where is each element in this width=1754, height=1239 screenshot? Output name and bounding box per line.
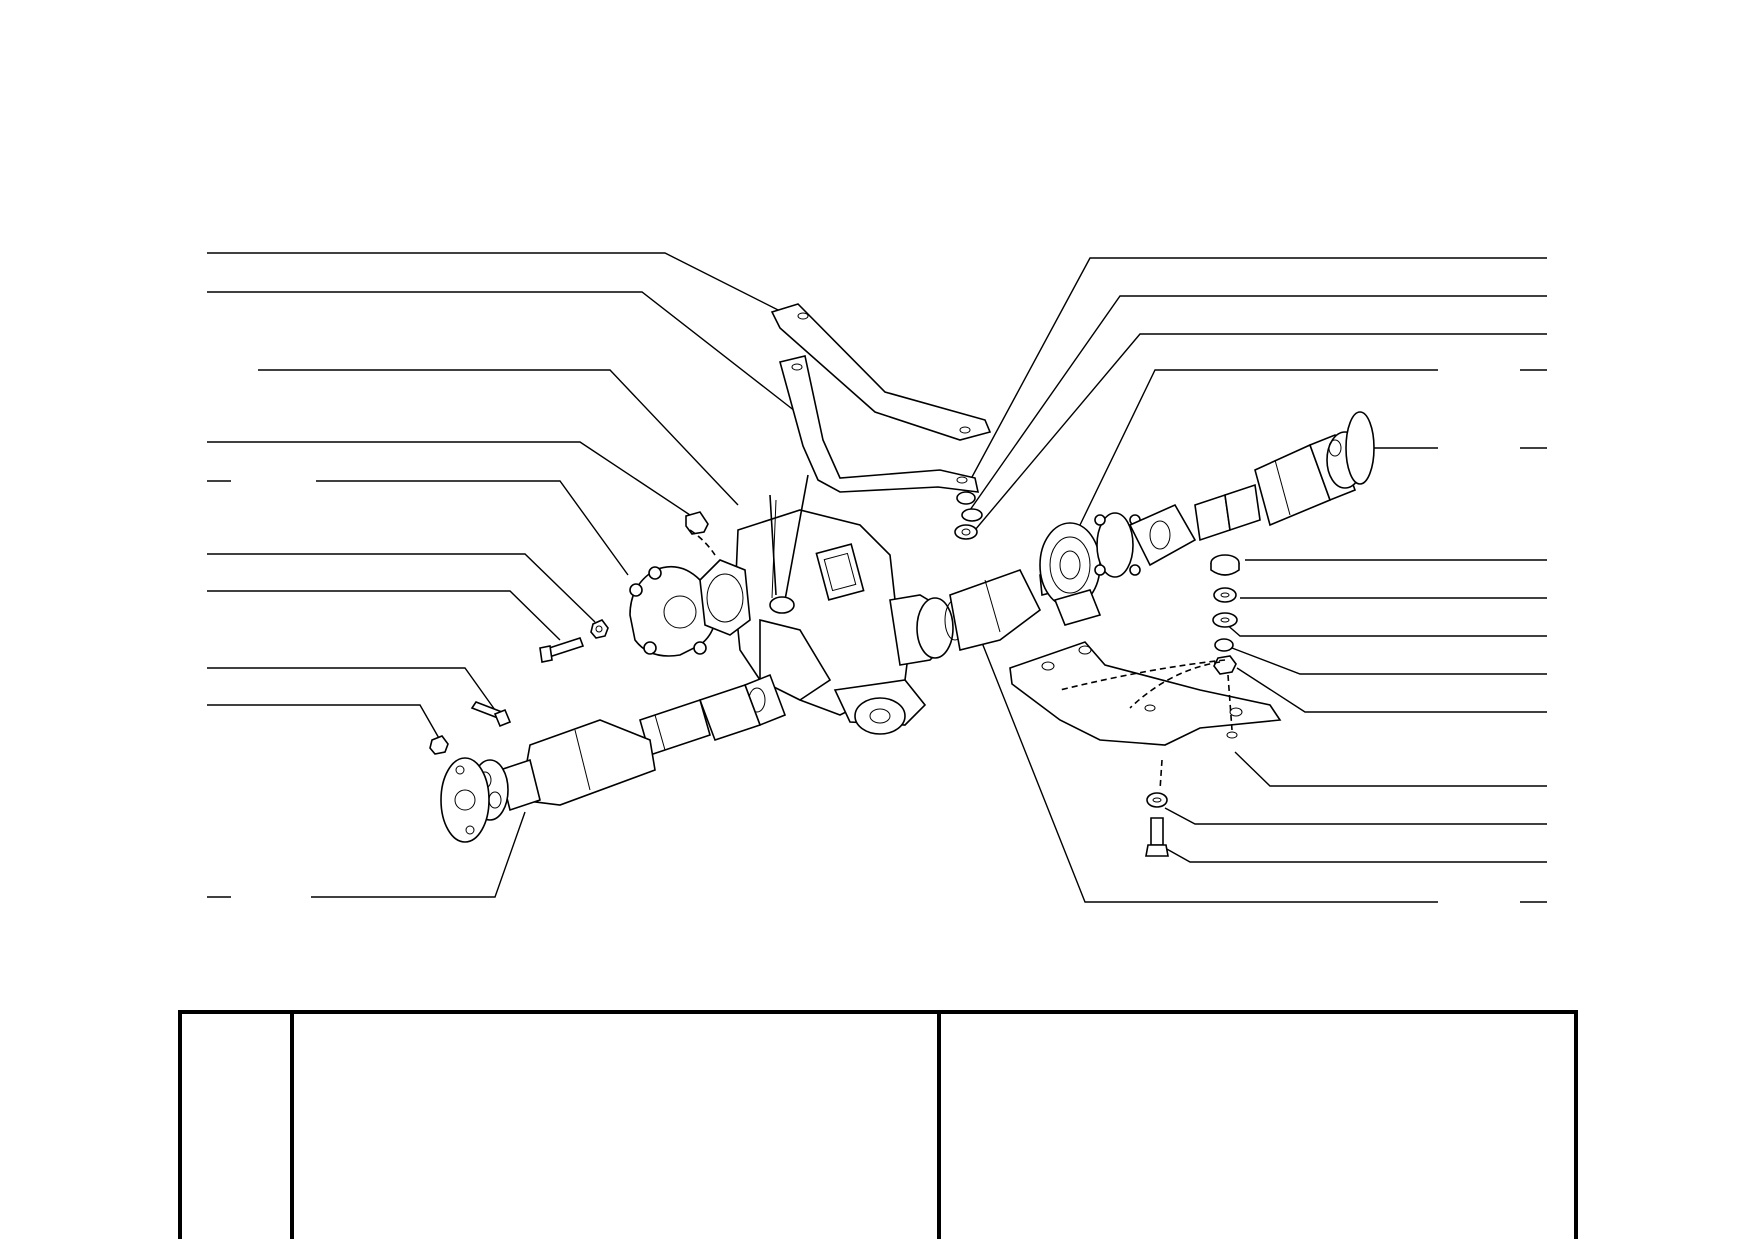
title-block-right-border	[1574, 1010, 1578, 1239]
leader-line	[207, 590, 561, 641]
leader-line	[1164, 807, 1547, 825]
leader-line	[207, 667, 496, 711]
upper-bracket-front	[770, 303, 992, 441]
ujoint-right	[1094, 503, 1197, 578]
title-block-divider-2	[937, 1010, 941, 1239]
washer-stack-upper	[954, 491, 983, 540]
lower-mounting-bracket	[1009, 641, 1282, 746]
leader-line	[1231, 647, 1547, 675]
leader-line	[1236, 667, 1547, 713]
leader-line	[316, 480, 629, 576]
leader-line	[207, 704, 441, 741]
leader-lines-right	[964, 257, 1547, 903]
leader-line	[207, 553, 596, 623]
propshaft-right	[1194, 411, 1375, 542]
bolt-left-1	[539, 637, 585, 663]
flexible-coupling	[629, 565, 717, 657]
spring-washer	[1214, 638, 1234, 652]
output-housing	[889, 594, 966, 666]
leader-line	[969, 295, 1547, 511]
leader-line	[1234, 751, 1547, 787]
title-block-divider-1	[290, 1010, 294, 1239]
nut-left-2	[429, 735, 449, 755]
upper-bracket-rear	[779, 355, 980, 493]
propshaft-left	[440, 673, 787, 843]
washer	[1212, 612, 1238, 628]
leader-line	[207, 252, 789, 316]
leader-lines-left	[207, 252, 801, 898]
leader-line	[1164, 847, 1547, 863]
leader-line	[1079, 369, 1438, 526]
leader-line	[974, 333, 1547, 531]
leader-line	[207, 291, 801, 416]
leader-line	[974, 624, 1438, 903]
title-block-top-border	[178, 1010, 1578, 1014]
nut-right	[1213, 655, 1237, 675]
title-block-left-border	[178, 1010, 182, 1239]
rubber-mount	[1210, 554, 1240, 576]
leader-line	[207, 441, 691, 516]
leader-line	[311, 811, 526, 898]
washer-lower	[1146, 792, 1168, 808]
bolt-left-2	[470, 701, 512, 728]
transfer-gearbox	[699, 474, 927, 735]
nut-left-1	[590, 619, 609, 639]
leader-line	[258, 369, 739, 506]
spacer	[1213, 587, 1237, 603]
leader-line	[964, 257, 1547, 491]
centre-bearing	[1039, 522, 1102, 626]
bolt-lower	[1145, 817, 1169, 857]
leader-line	[1224, 622, 1547, 637]
title-block	[178, 1010, 1578, 1239]
nut-upper-left	[685, 511, 709, 535]
assembly-guide-arrows	[689, 529, 1233, 791]
